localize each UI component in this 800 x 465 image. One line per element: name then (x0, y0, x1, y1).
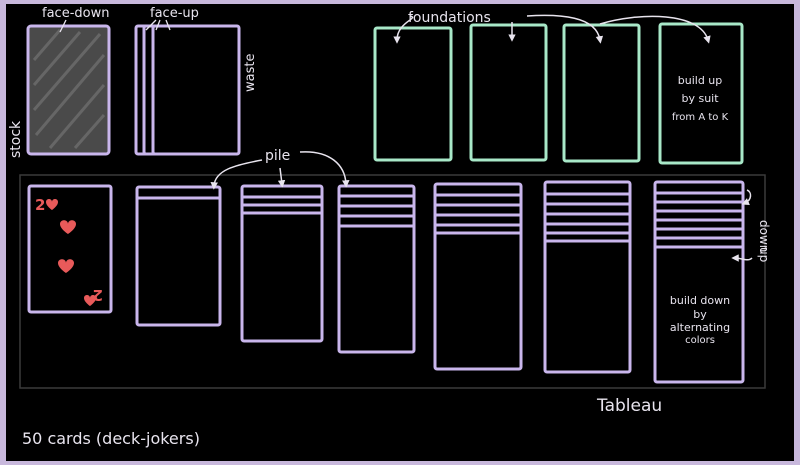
label-build-down-2: by (693, 308, 707, 321)
tableau-column-4 (337, 184, 416, 354)
waste-pile (134, 24, 241, 156)
label-build-up-3: from A to K (672, 112, 729, 123)
label-tableau: Tableau (596, 396, 662, 416)
tableau-column-2 (135, 185, 222, 327)
tableau-column-6 (543, 180, 632, 374)
heart-icon (84, 295, 96, 306)
label-face-down: face-down (42, 6, 109, 21)
tableau-frame (19, 174, 766, 389)
foundation-1 (373, 26, 453, 162)
stock-pile (26, 24, 111, 156)
label-build-down-3: alternating (670, 321, 730, 334)
heart-icon (46, 199, 58, 210)
label-pile: pile (265, 148, 290, 164)
label-up: up (757, 247, 771, 262)
label-build-down-4: colors (685, 335, 715, 346)
foundation-3 (562, 23, 641, 163)
foundations (373, 22, 744, 165)
label-foundations: foundations (408, 10, 491, 26)
foundations-arrows (393, 14, 711, 44)
label-waste: waste (243, 54, 258, 92)
heart-icon (58, 259, 74, 273)
down-up-arrows (731, 189, 753, 262)
tableau-column-1: 2 2 (27, 184, 113, 314)
label-stock: stock (8, 120, 24, 158)
tableau-column-7 (653, 180, 745, 384)
face-down-arrow (59, 19, 67, 33)
label-build-up-2: by suit (681, 92, 719, 105)
label-build-up-1: build up (678, 74, 723, 87)
heart-icon (60, 220, 76, 234)
tableau-column-5 (433, 182, 523, 371)
label-build-down-1: build down (670, 294, 730, 307)
face-up-arrows (145, 19, 171, 31)
foundation-4 (658, 22, 744, 165)
foundation-2 (469, 23, 548, 162)
card-rank-top: 2 (35, 196, 45, 214)
pile-arrows (210, 151, 350, 190)
label-footer: 50 cards (deck-jokers) (22, 429, 200, 448)
card-rank-bottom: 2 (93, 286, 103, 304)
label-down: down (757, 220, 771, 252)
label-face-up: face-up (150, 6, 199, 21)
tableau-column-3 (240, 184, 324, 343)
